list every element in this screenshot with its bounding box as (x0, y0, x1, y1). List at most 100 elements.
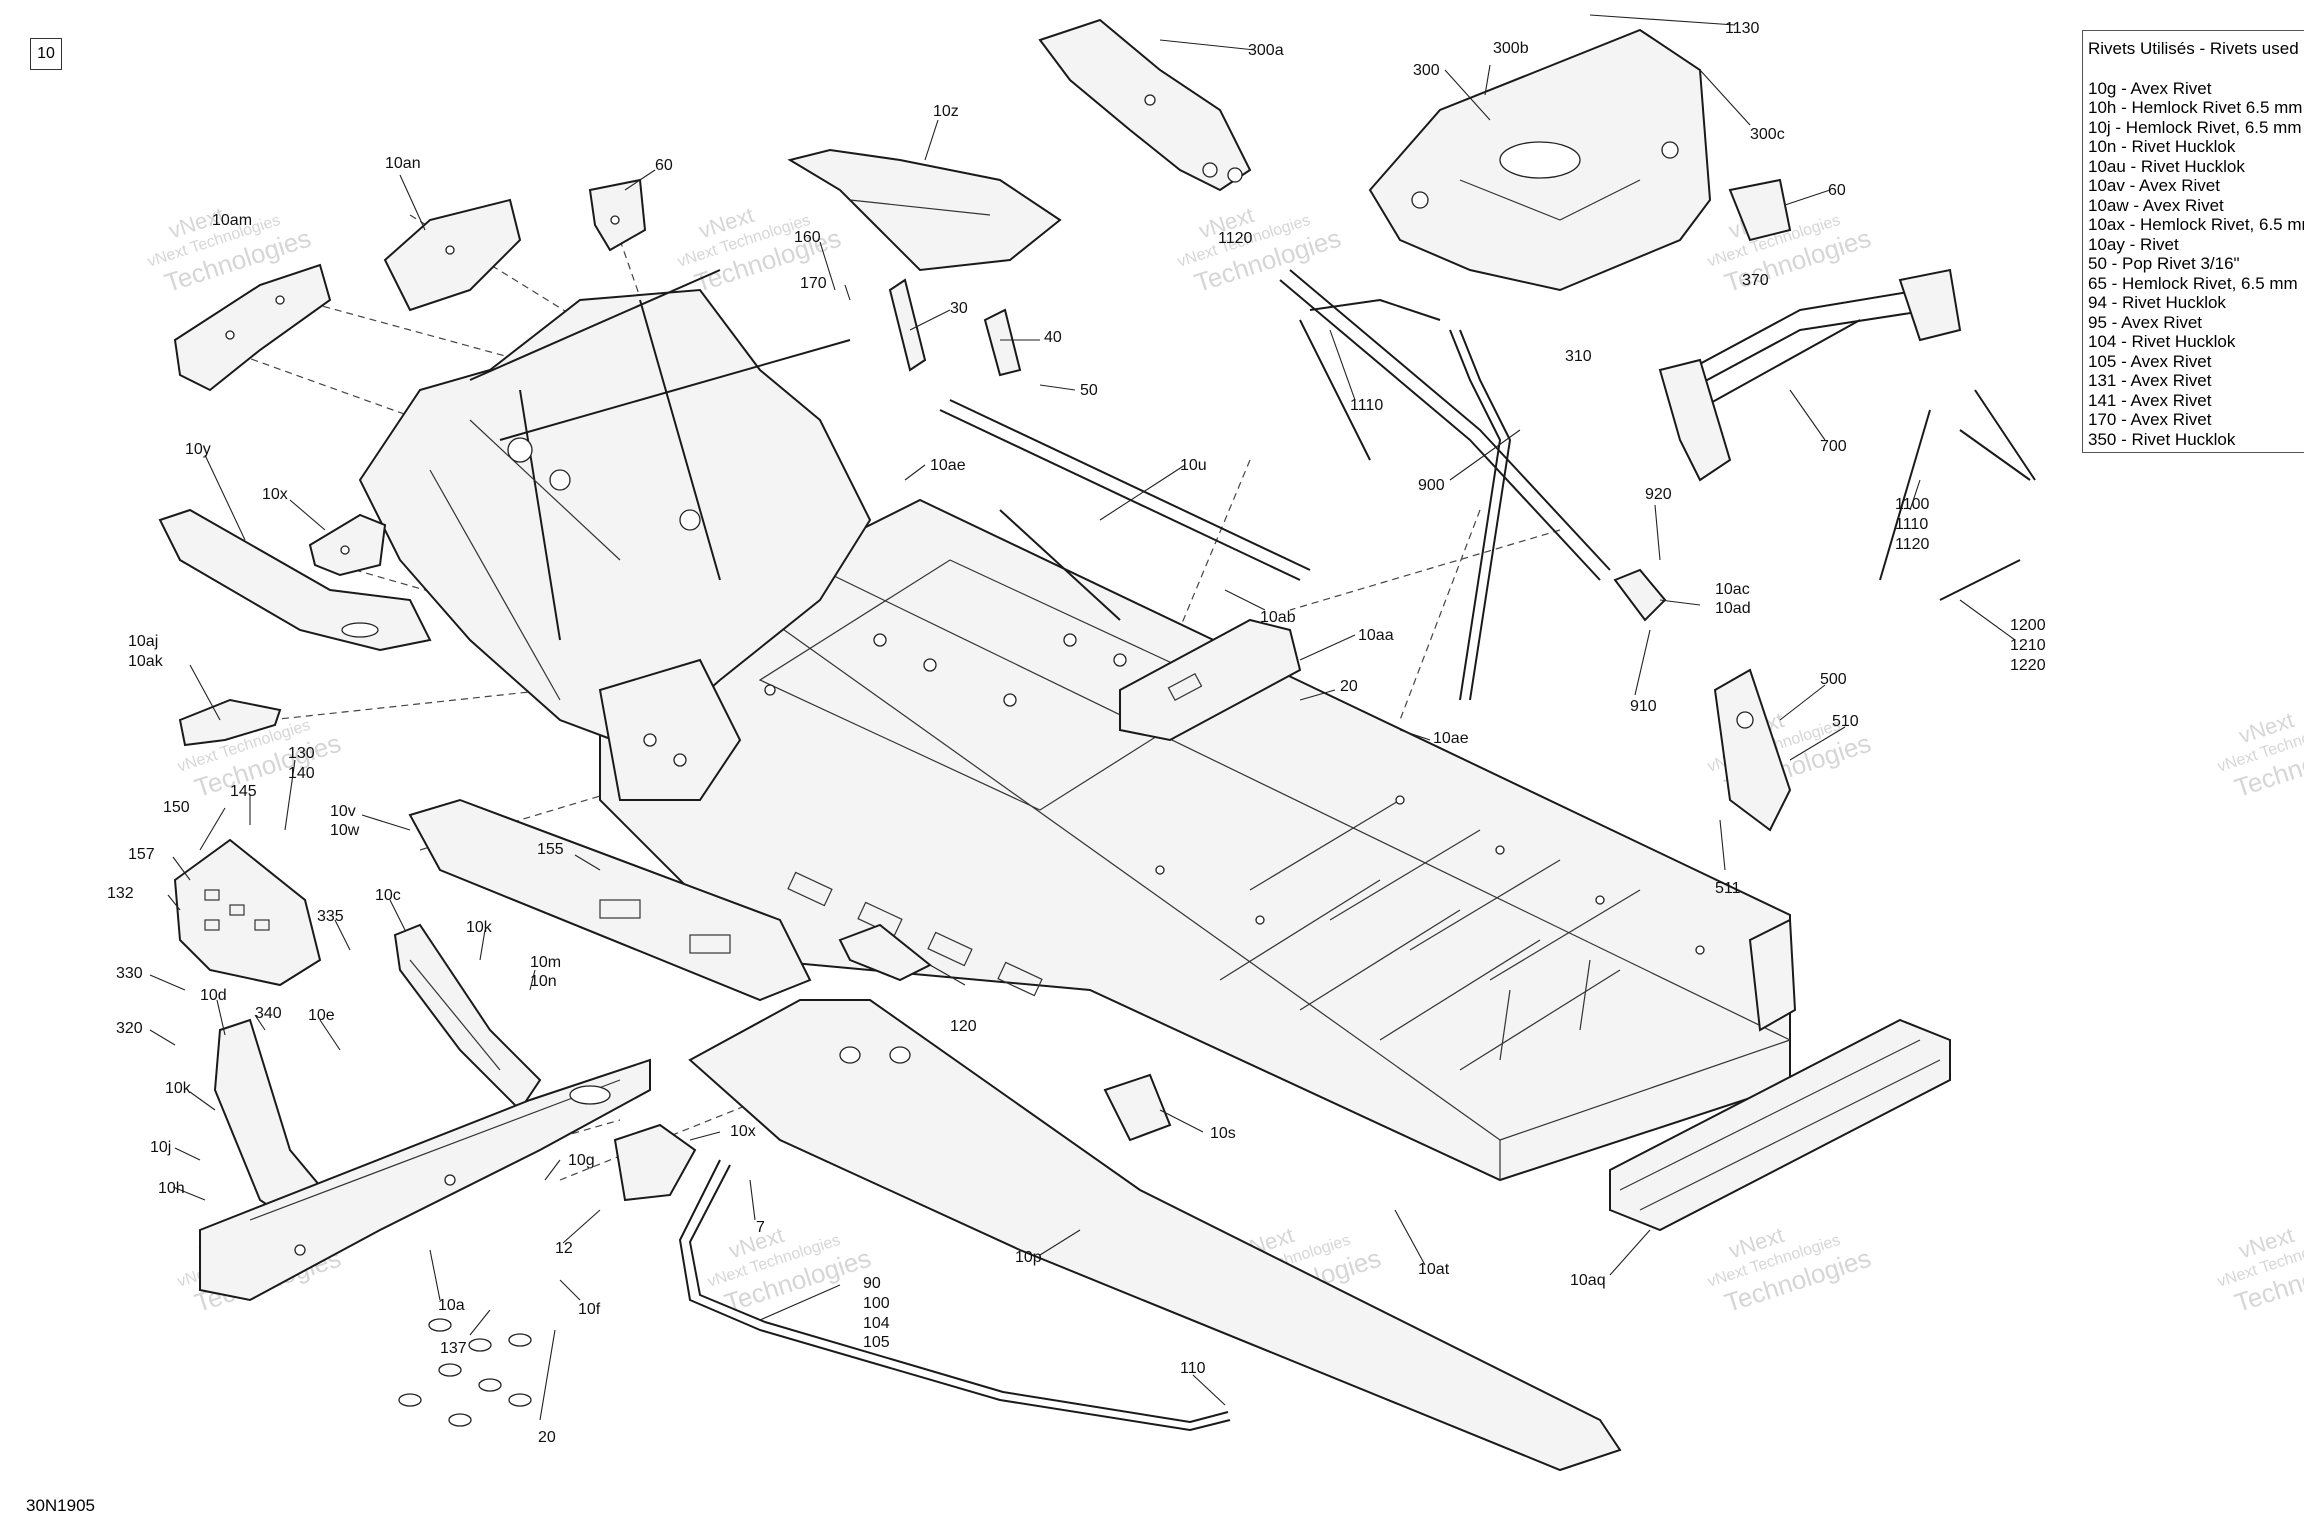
rail-90 (679, 1159, 1231, 1431)
callout-1200: 1200 (2010, 617, 2046, 634)
callout-330: 330 (116, 965, 143, 982)
callout-10e: 10e (308, 1007, 335, 1024)
callout-370: 370 (1742, 272, 1769, 289)
legend-item: 50 - Pop Rivet 3/16" (2088, 254, 2240, 273)
callout-10ae-right: 10ae (1433, 730, 1469, 747)
callout-170: 170 (800, 275, 827, 292)
bracket-10x-left (308, 513, 387, 577)
callout-300c: 300c (1750, 126, 1785, 143)
front-frame-10c (393, 923, 542, 1112)
callout-700: 700 (1820, 438, 1847, 455)
callout-910: 910 (1630, 698, 1657, 715)
bracket-120 (838, 923, 932, 982)
panel-10z (787, 148, 1062, 272)
callout-10p: 10p (1015, 1249, 1042, 1266)
callout-60-right: 60 (1828, 182, 1846, 199)
callout-1130: 1130 (1725, 20, 1760, 37)
callout-10x-left: 10x (262, 486, 288, 503)
upper-frame-300 (1368, 28, 1712, 292)
legend-item: 104 - Rivet Hucklok (2088, 332, 2236, 351)
callout-1210: 1210 (2010, 637, 2046, 654)
legend-item: 141 - Avex Rivet (2088, 390, 2212, 410)
legend-item: 10n - Rivet Hucklok (2088, 137, 2236, 156)
callout-1100: 1100 (1895, 496, 1930, 513)
rail-10u (939, 399, 1311, 621)
callout-10j: 10j (150, 1139, 171, 1156)
callout-20-top: 20 (1340, 678, 1358, 695)
callout-150: 150 (163, 799, 190, 816)
legend-item: 65 - Hemlock Rivet, 6.5 mm (2088, 273, 2298, 293)
callout-10ad: 10ad (1715, 600, 1751, 617)
steering-bracket-300a (1038, 18, 1252, 192)
watermark-4: vNext vNext Technologies Technologies (1705, 202, 1874, 298)
callout-500: 500 (1820, 671, 1847, 688)
bracket-60-right (1728, 178, 1792, 242)
callout-10a: 10a (438, 1297, 465, 1314)
callout-920: 920 (1645, 486, 1672, 503)
callout-10at: 10at (1418, 1261, 1450, 1278)
legend-item: 10aw - Avex Rivet (2088, 195, 2224, 215)
callout-10u: 10u (1180, 457, 1207, 474)
callout-320: 320 (116, 1020, 143, 1037)
callout-10n: 10n (530, 973, 557, 990)
callout-10ab: 10ab (1260, 609, 1296, 626)
bracket-60-left (588, 178, 647, 252)
legend-item: 10j - Hemlock Rivet, 6.5 mm (2088, 117, 2302, 137)
callout-10aq: 10aq (1570, 1272, 1606, 1289)
callout-1110-top: 1110 (1350, 397, 1383, 414)
callout-60-left: 60 (655, 157, 673, 174)
callout-10w: 10w (330, 822, 360, 839)
callout-40: 40 (1044, 329, 1062, 346)
callout-130: 130 (288, 745, 315, 762)
rear-support-700 (1658, 268, 1962, 482)
bracket-10s (1103, 1073, 1172, 1142)
callout-10an: 10an (385, 155, 421, 172)
watermark-11: vNext vNext Technologies Technologies (705, 1222, 874, 1318)
watermark-13: vNext vNext Technologies Technologies (1705, 1222, 1874, 1318)
callout-30: 30 (950, 300, 968, 317)
callout-12: 12 (555, 1240, 573, 1257)
legend-item: 131 - Avex Rivet (2088, 371, 2212, 390)
callout-145: 145 (230, 783, 257, 800)
watermark-9: vNext vNext Technologies Technologies (2215, 707, 2304, 803)
callout-10s: 10s (1210, 1125, 1236, 1142)
callout-160: 160 (794, 229, 821, 246)
callout-120: 120 (950, 1018, 977, 1035)
leader-lines (149, 14, 2016, 1421)
bracket-500 (1713, 668, 1792, 832)
callout-10z: 10z (933, 103, 959, 120)
legend-item: 95 - Avex Rivet (2088, 312, 2203, 332)
rods-1100-1200 (1879, 389, 2036, 601)
grommets-20 (398, 1318, 532, 1427)
legend-item: 10av - Avex Rivet (2088, 176, 2220, 195)
bracket-10x-lower (613, 1123, 697, 1202)
belly-pan-10a (199, 1058, 651, 1302)
callout-10am: 10am (212, 212, 252, 229)
bracket-10an (383, 198, 522, 312)
watermark-14: vNext vNext Technologies Technologies (2215, 1222, 2304, 1318)
callout-511: 511 (1715, 880, 1741, 897)
callout-300b: 300b (1493, 40, 1529, 57)
legend-item: 170 - Avex Rivet (2088, 410, 2212, 429)
callout-10f: 10f (578, 1301, 601, 1318)
callout-340: 340 (255, 1005, 282, 1022)
front-frame (358, 269, 872, 801)
legend-item: 10ax - Hemlock Rivet, 6.5 mm (2088, 215, 2304, 234)
callout-110: 110 (1180, 1360, 1206, 1377)
callout-10k-top: 10k (466, 919, 493, 936)
callout-155: 155 (537, 841, 564, 858)
legend-item: 10ay - Rivet (2088, 234, 2179, 254)
guard-130 (173, 838, 322, 987)
callout-10x-lower: 10x (730, 1123, 756, 1140)
callout-300: 300 (1413, 62, 1440, 79)
legend-item: 350 - Rivet Hucklok (2088, 429, 2236, 449)
callout-1220: 1220 (2010, 657, 2046, 674)
rear-bumper-10aq (1609, 1018, 1951, 1232)
main-tunnel (599, 498, 1791, 1182)
bracket-10aj (178, 698, 282, 747)
legend-item: 10g - Avex Rivet (2088, 78, 2212, 98)
rear-end-plate (1748, 918, 1797, 1032)
callout-10g: 10g (568, 1152, 595, 1169)
bracket-10aa (1119, 618, 1302, 742)
